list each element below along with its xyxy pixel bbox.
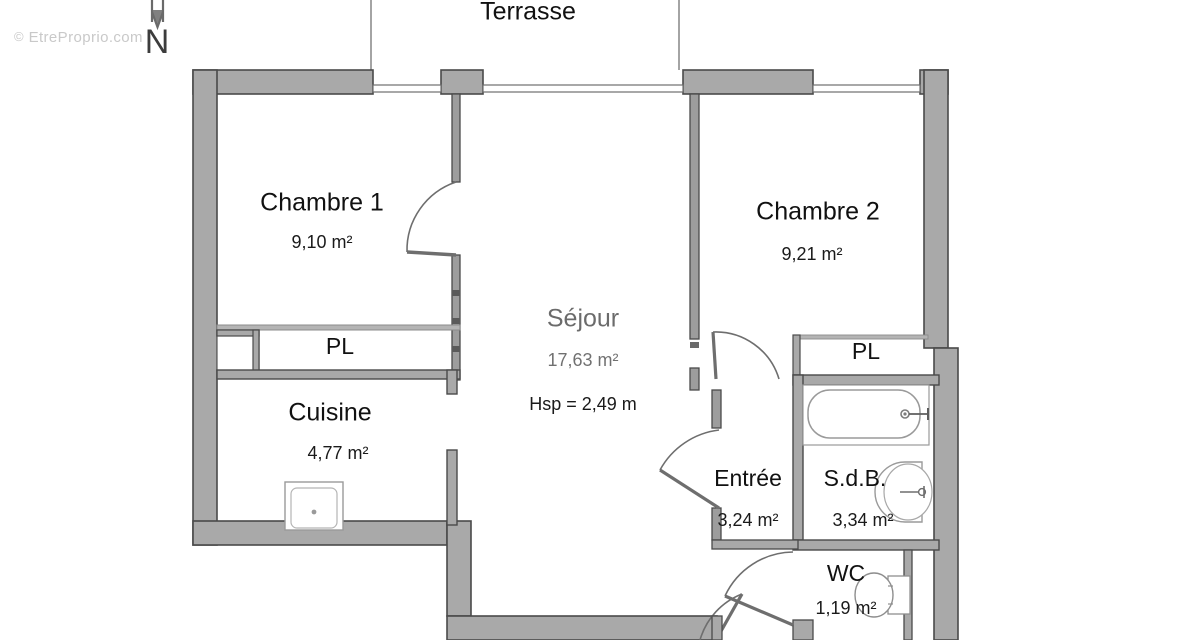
room-area-sejour: 17,63 m² <box>547 350 618 370</box>
wall-pillar-center-top <box>440 69 484 95</box>
partition-chambre2-pl <box>792 334 929 376</box>
sink-fixture <box>284 481 344 531</box>
watermark-text: EtreProprio.com <box>28 29 143 46</box>
room-area-chambre-1: 9,10 m² <box>291 232 352 252</box>
partition-entree-sdb <box>792 374 804 541</box>
partition-pl-sdb <box>792 374 940 386</box>
room-label-sdb: S.d.B. <box>824 465 887 491</box>
bathtub-fixture <box>802 384 930 446</box>
door-wc <box>724 551 794 627</box>
wall-exterior-bottom-right <box>446 615 718 640</box>
wall-entree-lower <box>711 539 814 640</box>
partition-chambre1-pl <box>216 324 461 331</box>
copyright-symbol: © <box>14 29 24 44</box>
partition-sdb-wc <box>792 539 940 551</box>
partition-chambre1-sejour <box>451 93 461 381</box>
wall-bottom-step <box>446 520 472 617</box>
room-area-wc: 1,19 m² <box>815 598 876 618</box>
wall-top-left <box>192 69 374 95</box>
room-height-sejour: Hsp = 2,49 m <box>529 394 637 414</box>
room-label-entree: Entrée <box>714 465 782 491</box>
room-label-chambre-2: Chambre 2 <box>756 198 880 226</box>
room-label-cuisine: Cuisine <box>288 399 371 427</box>
room-area-cuisine: 4,77 m² <box>307 443 368 463</box>
north-arrow-icon <box>150 0 165 31</box>
partition-pl-cuisine <box>216 369 461 380</box>
closet-box-small <box>216 329 260 373</box>
washbasin-fixture <box>874 461 933 523</box>
partition-cuisine-sejour <box>446 369 458 526</box>
wall-entree-bottom-stub <box>711 615 723 640</box>
wall-exterior-right <box>923 69 959 640</box>
closet-label-chambre-2: PL <box>852 338 880 364</box>
window-terrace-center <box>482 84 684 93</box>
room-label-wc: WC <box>827 560 865 586</box>
window-terrace-left <box>372 84 442 93</box>
door-chambre1 <box>406 181 457 257</box>
room-group-sejour: Séjour 17,63 m² <box>547 305 619 370</box>
terrace-boundary-lines <box>370 0 680 70</box>
wall-exterior-left <box>192 69 218 546</box>
partition-sejour-chambre2 <box>689 93 700 391</box>
room-label-sejour: Séjour <box>547 305 619 333</box>
room-label-chambre-1: Chambre 1 <box>260 189 384 217</box>
toilet-fixture <box>854 572 911 618</box>
door-entree <box>659 429 720 510</box>
watermark: © EtreProprio.com <box>14 29 143 46</box>
compass-label: N <box>145 23 170 61</box>
wall-top-right <box>682 69 814 95</box>
window-chambre2 <box>812 84 921 93</box>
terrace-label: Terrasse <box>480 0 576 26</box>
room-area-chambre-2: 9,21 m² <box>781 244 842 264</box>
room-area-sdb: 3,34 m² <box>832 510 893 530</box>
door-chambre2 <box>711 331 780 380</box>
closet-label-chambre-1: PL <box>326 333 354 359</box>
room-area-entree: 3,24 m² <box>717 510 778 530</box>
